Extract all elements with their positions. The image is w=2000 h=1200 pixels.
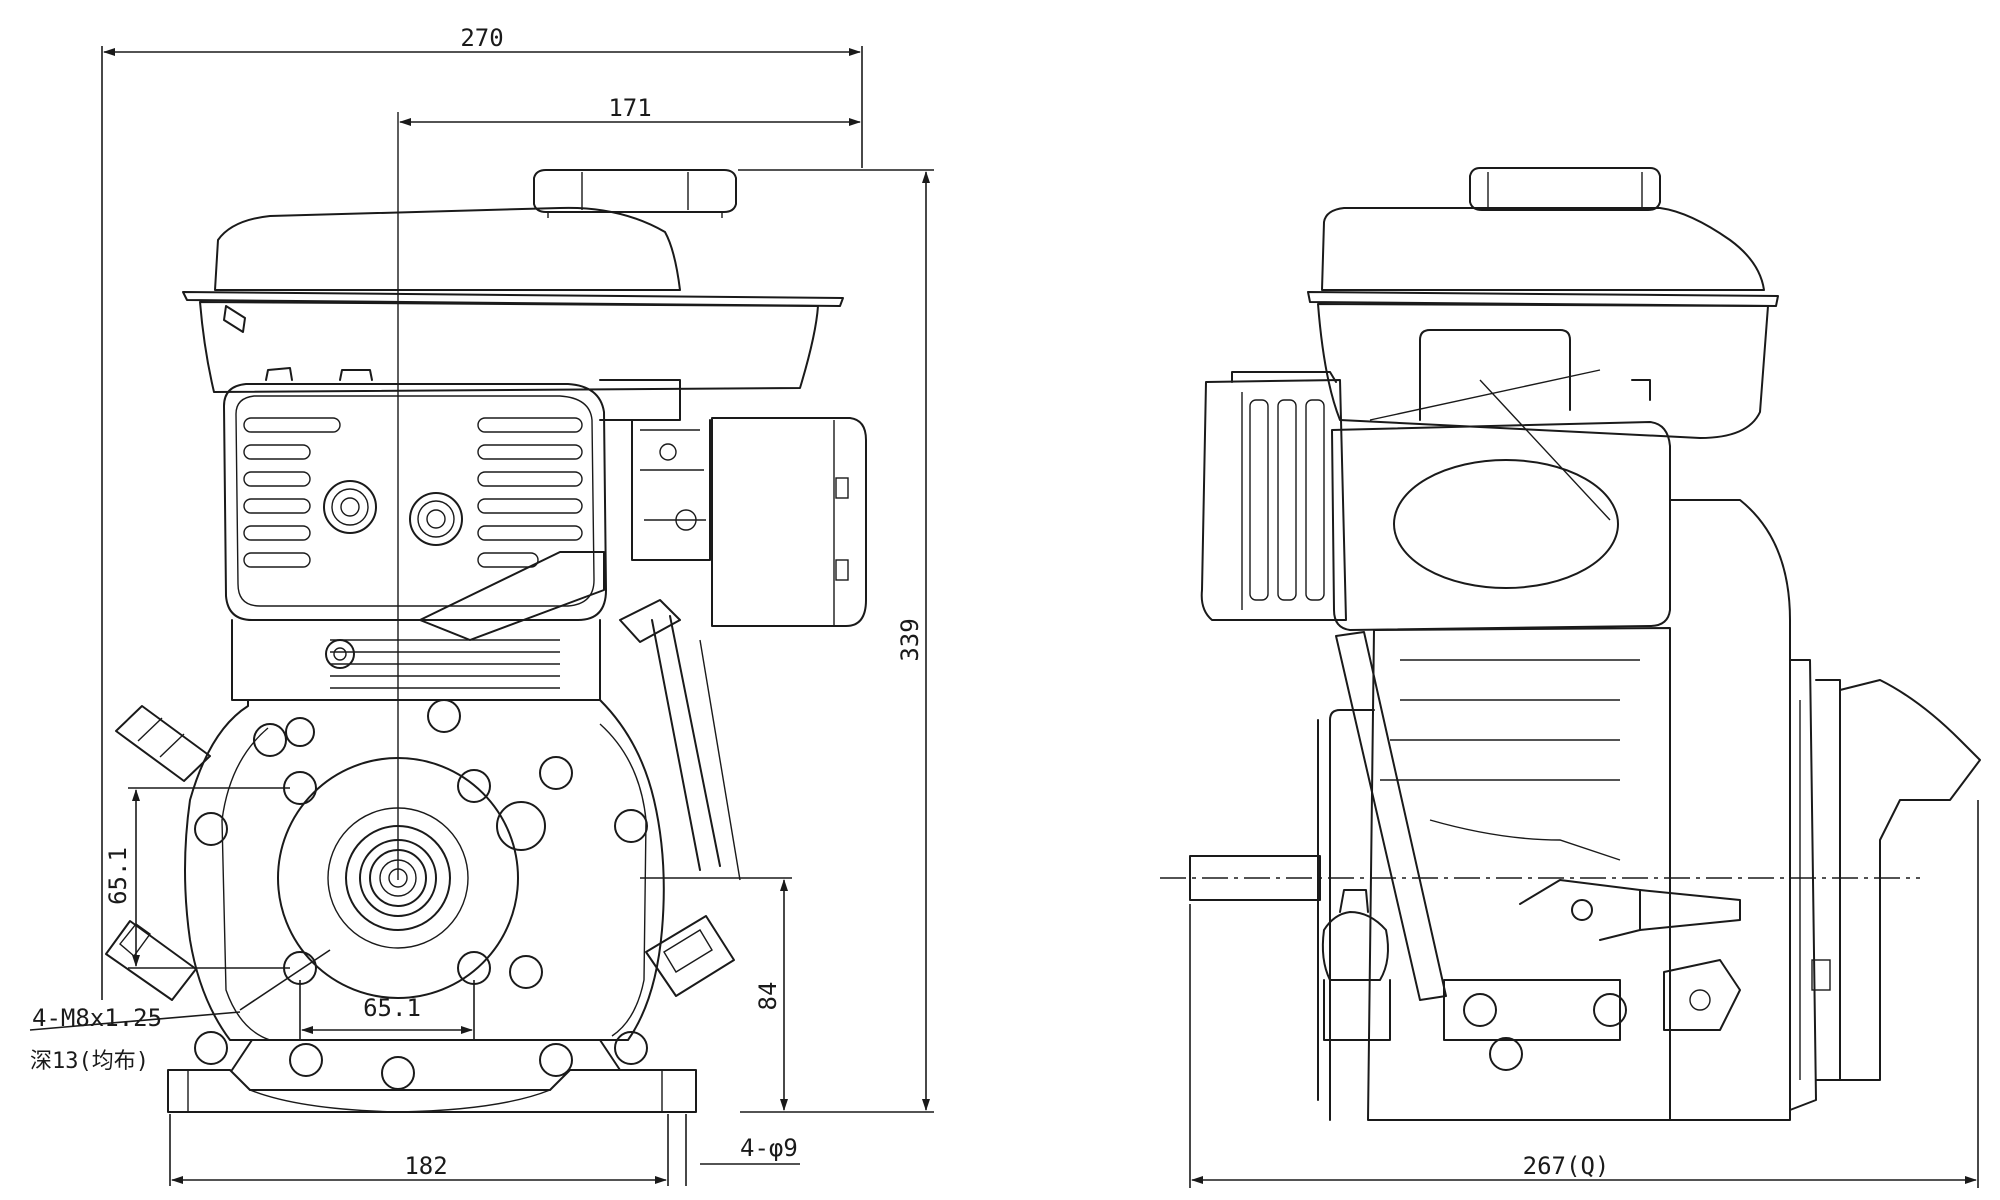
cylinder-fins [231,619,601,701]
dim-base-width: 182 [404,1152,447,1180]
side-blocks [105,705,735,1001]
fuel-tank [182,206,844,393]
side-starter [1200,371,1347,621]
side-flange [1669,499,1981,1121]
side-crankcase [1160,627,1920,1121]
dim-base-holes: 4-φ9 [740,1134,798,1162]
side-view [1160,167,1981,1121]
dim-overall-height: 339 [896,618,924,661]
side-fuel-tank [1307,167,1779,439]
dim-shaft-offset: 171 [608,94,651,122]
dim-bolt-vertical: 65.1 [104,847,132,905]
fuel-cap [533,169,737,218]
front-view [105,112,867,1113]
front-dimensions: 270 171 339 65.1 65.1 84 182 4-φ9 [29,24,934,1186]
recoil-starter [223,367,607,641]
dim-shaft-height: 84 [754,982,782,1011]
side-dimensions: 267(Q) [1189,800,1979,1188]
crankcase [167,699,697,1113]
dim-side-length: 267(Q) [1523,1152,1610,1180]
thread-spec-label: 4-M8x1.25 [32,1004,162,1032]
dim-bolt-horizontal: 65.1 [363,994,421,1022]
thread-depth-label: 深13(均布) [30,1049,149,1074]
dim-overall-width: 270 [460,24,503,52]
carburetor [599,379,867,881]
side-air-cleaner [1331,369,1671,631]
